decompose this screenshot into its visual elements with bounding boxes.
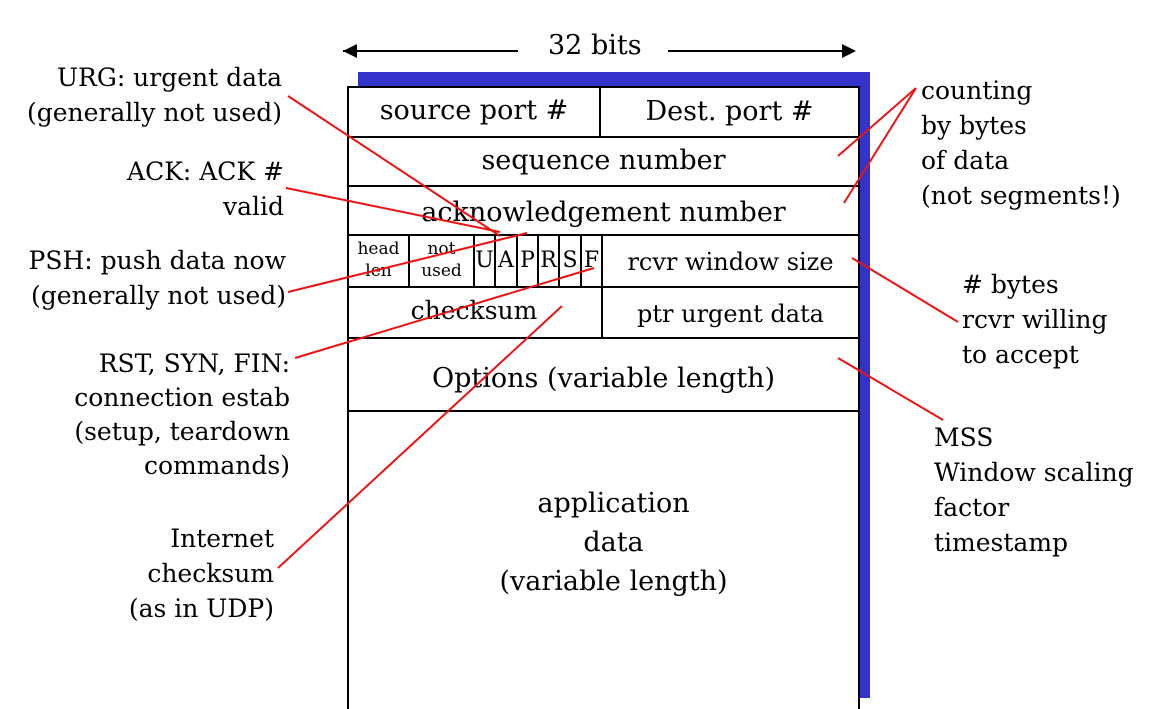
col-divider	[408, 235, 410, 286]
col-divider	[537, 235, 539, 286]
psh-pointer	[287, 232, 528, 293]
not-used-field: not used	[421, 239, 462, 282]
counting-pointer-sequence	[837, 87, 917, 157]
urgent-pointer-field: ptr urgent data	[637, 300, 824, 328]
checksum-field: checksum	[410, 296, 538, 325]
ack-annotation: ACK: ACK # valid	[127, 157, 284, 221]
urg-annotation: URG: urgent data (generally not used)	[27, 63, 282, 127]
source-port-field: source port #	[379, 95, 569, 126]
rcvr-window-field: rcvr window size	[627, 248, 834, 276]
counting-annotation: counting by bytes of data (not segments!…	[921, 76, 1121, 210]
checksum-annotation: Internet checksum (as in UDP)	[128, 524, 274, 623]
row-divider	[347, 337, 860, 339]
ack-number-field: acknowledgement number	[421, 197, 786, 228]
checksum-pointer	[277, 305, 563, 569]
flag-rst: R	[540, 248, 557, 273]
arrowhead-left-icon	[343, 44, 357, 58]
head-len-field: head len	[357, 239, 400, 282]
options-pointer	[837, 357, 944, 421]
flag-fin: F	[583, 248, 600, 273]
tcp-segment	[347, 86, 860, 709]
col-divider	[558, 235, 560, 286]
ack-pointer	[285, 187, 501, 233]
col-divider	[599, 86, 601, 136]
width-arrow-right	[668, 50, 854, 52]
options-annotation: MSS Window scaling factor timestamp	[934, 423, 1134, 557]
window-annotation: # bytes rcvr willing to accept	[962, 270, 1108, 369]
flag-urg: U	[475, 248, 494, 273]
col-divider	[601, 235, 603, 286]
col-divider	[601, 287, 603, 337]
arrowhead-right-icon	[842, 44, 856, 58]
row-divider	[347, 185, 860, 187]
application-data-field: application data (variable length)	[499, 488, 728, 598]
row-divider	[347, 286, 860, 288]
counting-pointer-ack	[843, 87, 917, 204]
rst-syn-fin-annotation: RST, SYN, FIN: connection estab (setup, …	[74, 349, 290, 480]
col-divider	[580, 235, 582, 286]
sequence-number-field: sequence number	[481, 145, 726, 176]
col-divider	[494, 235, 496, 286]
col-divider	[516, 235, 518, 286]
options-field: Options (variable length)	[431, 363, 776, 394]
row-divider	[347, 136, 860, 138]
psh-annotation: PSH: push data now (generally not used)	[28, 246, 286, 310]
urg-pointer	[287, 95, 501, 237]
width-arrow-left	[343, 50, 518, 52]
dest-port-field: Dest. port #	[645, 96, 814, 127]
rst-syn-fin-pointer	[294, 267, 595, 359]
row-divider	[347, 234, 860, 236]
row-divider	[347, 410, 860, 412]
flag-psh: P	[520, 248, 535, 273]
window-pointer	[851, 257, 959, 323]
flag-ack: A	[498, 248, 514, 273]
width-label: 32 bits	[548, 30, 642, 61]
flag-syn: S	[562, 248, 578, 273]
col-divider	[473, 235, 475, 286]
